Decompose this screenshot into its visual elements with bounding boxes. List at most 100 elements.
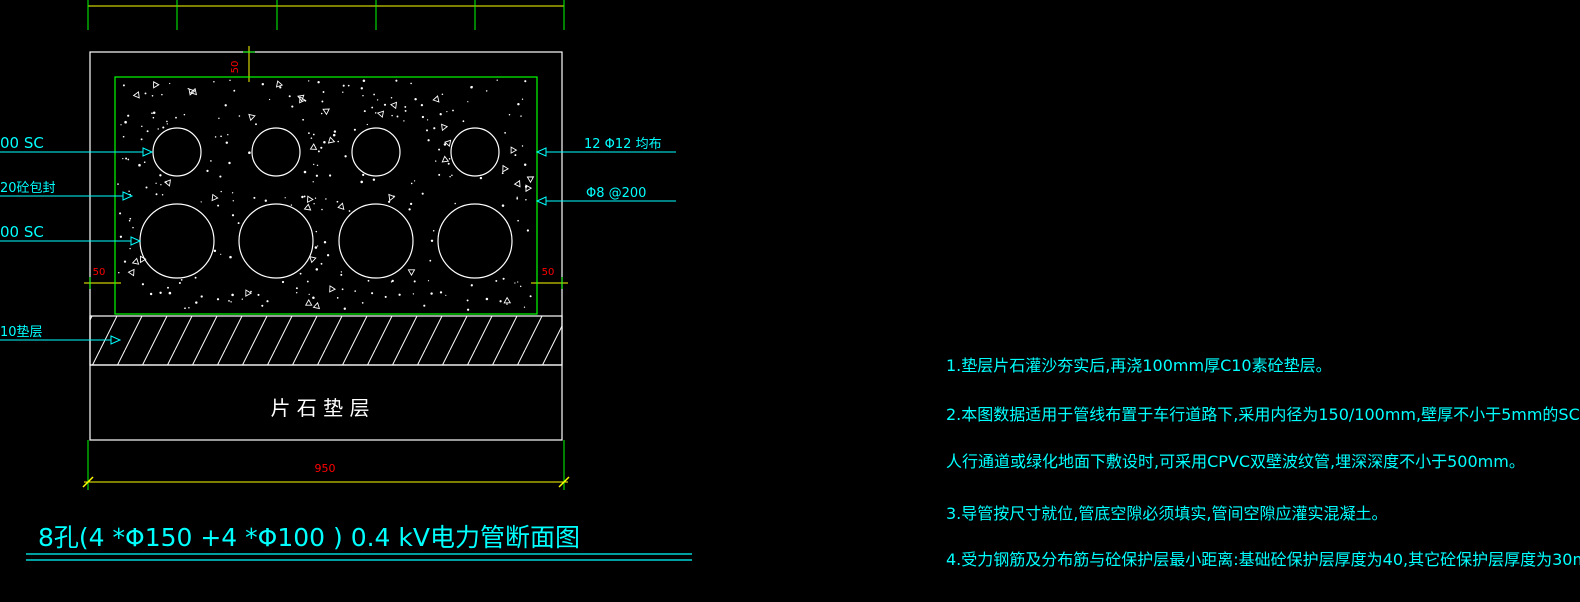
concrete-speck: [521, 145, 524, 147]
concrete-speck: [141, 283, 145, 286]
concrete-speck: [466, 299, 469, 302]
concrete-speck: [423, 304, 426, 307]
concrete-speck: [342, 84, 345, 87]
concrete-speck: [122, 157, 124, 160]
concrete-speck: [315, 174, 319, 177]
concrete-speck: [325, 198, 327, 200]
concrete-speck: [462, 120, 465, 123]
concrete-speck: [291, 105, 294, 108]
concrete-aggregate: [139, 255, 147, 264]
concrete-speck: [168, 291, 172, 295]
concrete-speck: [504, 132, 506, 134]
right-leaders: [535, 147, 676, 206]
base-layer-label: 片 石 垫 层: [270, 396, 369, 420]
label-pipe-small: 00 SC: [0, 134, 44, 152]
concrete-speck: [363, 110, 366, 113]
concrete-speck: [151, 112, 153, 115]
concrete-speck: [427, 280, 430, 282]
top-cover-value: 50: [230, 61, 241, 74]
concrete-speck: [501, 204, 505, 207]
concrete-speck: [347, 84, 350, 87]
concrete-speck: [316, 164, 319, 167]
concrete-speck: [362, 173, 365, 177]
concrete-speck: [340, 273, 343, 276]
concrete-speck: [425, 129, 429, 132]
concrete-speck: [310, 137, 313, 139]
concrete-speck: [122, 84, 125, 87]
concrete-speck: [449, 175, 451, 178]
concrete-speck: [233, 89, 236, 92]
concrete-speck: [517, 102, 520, 106]
pipe-large-2: [238, 203, 314, 279]
concrete-speck: [264, 199, 267, 202]
top-dimension-line: [87, 0, 565, 30]
concrete-speck: [340, 271, 343, 273]
concrete-aggregate: [307, 195, 314, 204]
concrete-speck: [227, 134, 229, 136]
concrete-speck: [438, 148, 441, 151]
concrete-speck: [393, 195, 395, 197]
note-4: 4.受力钢筋及分布筋与砼保护层最小距离:基础砼保护层厚度为40,其它砼保护层厚度…: [946, 550, 1580, 569]
concrete-speck: [214, 136, 217, 138]
concrete-speck: [376, 99, 379, 101]
concrete-speck: [151, 94, 154, 97]
concrete-speck: [514, 154, 517, 157]
concrete-speck: [118, 271, 120, 274]
concrete-speck: [343, 307, 346, 310]
concrete-speck: [213, 249, 217, 253]
concrete-speck: [159, 291, 162, 294]
concrete-speck: [253, 196, 256, 199]
concrete-speck: [373, 93, 375, 96]
concrete-speck: [220, 135, 222, 138]
concrete-speck: [410, 182, 413, 185]
concrete-aggregate: [248, 113, 256, 122]
concrete-speck: [360, 180, 363, 184]
concrete-speck: [344, 155, 347, 158]
concrete-speck: [371, 292, 374, 295]
concrete-speck: [371, 106, 374, 109]
concrete-speck: [302, 118, 304, 121]
overall-width-dimension: 950: [82, 440, 570, 490]
concrete-speck: [337, 140, 340, 143]
concrete-speck: [508, 114, 511, 116]
concrete-speck: [395, 79, 398, 82]
concrete-speck: [141, 125, 143, 128]
concrete-speck: [333, 130, 337, 133]
concrete-speck: [353, 128, 356, 131]
cushion-layer: [89, 315, 563, 366]
concrete-speck: [127, 158, 130, 161]
pipe-large-4: [437, 203, 513, 279]
concrete-speck: [317, 81, 320, 84]
concrete-speck: [178, 281, 181, 285]
right-cover-value: 50: [542, 267, 555, 278]
concrete-speck: [360, 87, 363, 90]
concrete-speck: [326, 254, 330, 257]
concrete-speck: [224, 104, 227, 107]
concrete-speck: [361, 302, 364, 304]
concrete-aggregate: [304, 298, 313, 306]
concrete-speck: [336, 297, 339, 299]
concrete-aggregate: [327, 136, 336, 144]
concrete-speck: [426, 119, 429, 121]
label-pipe-large: 00 SC: [0, 223, 44, 241]
concrete-speck: [266, 300, 269, 303]
concrete-speck: [315, 230, 318, 233]
concrete-speck: [303, 195, 306, 198]
concrete-speck: [516, 196, 518, 199]
concrete-speck: [161, 193, 164, 196]
concrete-encasement: [114, 76, 538, 315]
concrete-speck: [230, 301, 232, 303]
concrete-speck: [231, 293, 234, 297]
concrete-aggregate: [127, 268, 135, 277]
concrete-speck: [390, 96, 393, 99]
concrete-speck: [413, 280, 416, 283]
concrete-speck: [421, 115, 425, 119]
note-2: 2.本图数据适用于管线布置于车行道路下,采用内径为150/100mm,壁厚不小于…: [946, 405, 1580, 424]
drawing-title: 8孔(4 *Φ150 +4 *Φ100 ) 0.4 kV电力管断面图: [38, 523, 580, 552]
concrete-speck: [261, 304, 264, 307]
concrete-speck: [391, 279, 394, 283]
concrete-speck: [149, 292, 153, 296]
concrete-speck: [387, 200, 391, 203]
concrete-speck: [432, 230, 435, 232]
concrete-speck: [155, 182, 157, 184]
